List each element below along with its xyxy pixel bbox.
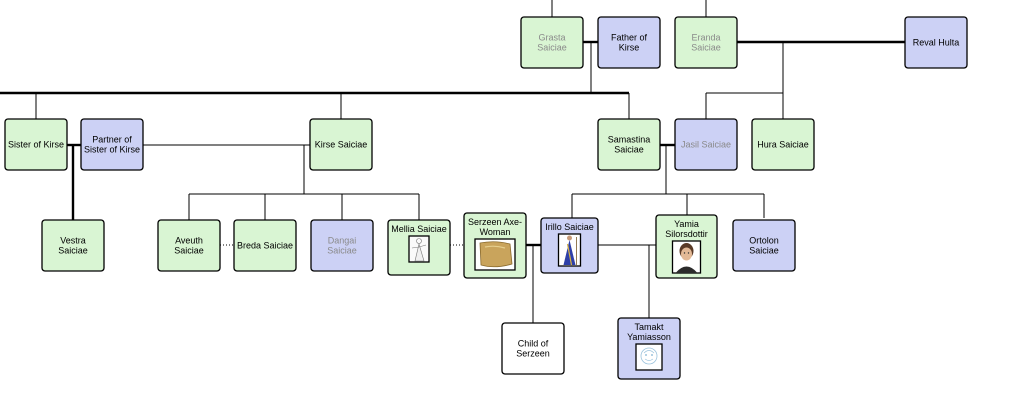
person-hura[interactable]: Hura Saiciae [751,118,815,171]
person-name-line: Reval Hulta [913,38,960,48]
person-box [674,118,738,171]
person-name-line: Jasil Saiciae [681,140,731,150]
person-name-line: Ortolon [749,236,779,246]
person-box [80,118,144,171]
person-name-line: Saiciae [537,43,567,53]
person-box [310,219,374,272]
person-name-line: Child of [518,339,549,349]
person-name-line: Saiciae [749,246,779,256]
person-breda[interactable]: Breda Saiciae [233,219,297,272]
person-irillo[interactable]: Irillo Saiciae [540,217,599,274]
person-box [597,16,661,69]
person-kirse[interactable]: Kirse Saiciae [309,118,373,171]
person-name-line: Aveuth [175,236,203,246]
person-mellia[interactable]: Mellia Saiciae [387,219,451,276]
portrait-image [635,343,663,371]
person-name-line: Serzeen Axe- [468,217,522,227]
person-name-line: Father of [611,33,648,43]
person-name-line: Grasta [538,33,565,43]
person-name-line: Saiciae [174,246,204,256]
person-name-line: Kirse [619,43,640,53]
person-name-line: Tamakt [634,322,664,332]
person-box [309,118,373,171]
person-name-line: Woman [480,227,511,237]
person-name-line: Hura Saiciae [757,140,809,150]
person-name-line: Saiciae [58,246,88,256]
person-sister-kirse[interactable]: Sister of Kirse [4,118,68,171]
connector-lines [0,0,905,323]
person-jasil[interactable]: Jasil Saiciae [674,118,738,171]
person-name-line: Yamia [674,219,699,229]
person-name-line: Yamiasson [627,332,671,342]
person-serzeen[interactable]: Serzeen Axe-Woman [463,212,527,279]
person-name-line: Saiciae [691,43,721,53]
person-name-line: Serzeen [516,349,550,359]
person-name-line: Vestra [60,236,86,246]
person-name-line: Dangai [328,236,357,246]
person-box [597,118,661,171]
person-name-line: Samastina [608,135,651,145]
person-name-line: Sister of Kirse [84,145,140,155]
person-box [674,16,738,69]
person-name-line: Saiciae [327,246,357,256]
person-box [501,322,565,375]
person-name-line: Kirse Saiciae [315,140,368,150]
person-box [233,219,297,272]
person-box [904,16,968,69]
portrait-image [557,233,582,267]
person-name-line: Eranda [691,33,720,43]
person-name-line: Sister of Kirse [8,140,64,150]
person-name-line: Mellia Saiciae [391,224,447,234]
person-box [732,219,796,272]
person-box [157,219,221,272]
person-name-line: Partner of [92,135,132,145]
person-name-line: Silorsdottir [665,229,708,239]
person-reval[interactable]: Reval Hulta [904,16,968,69]
portrait-image [408,235,430,263]
person-box [4,118,68,171]
person-box [41,219,105,272]
person-name-line: Breda Saiciae [237,241,293,251]
person-box [751,118,815,171]
portrait-image [474,238,516,271]
person-name-line: Saiciae [614,145,644,155]
person-box [520,16,584,69]
portrait-image [671,240,702,274]
person-name-line: Irillo Saiciae [545,222,594,232]
